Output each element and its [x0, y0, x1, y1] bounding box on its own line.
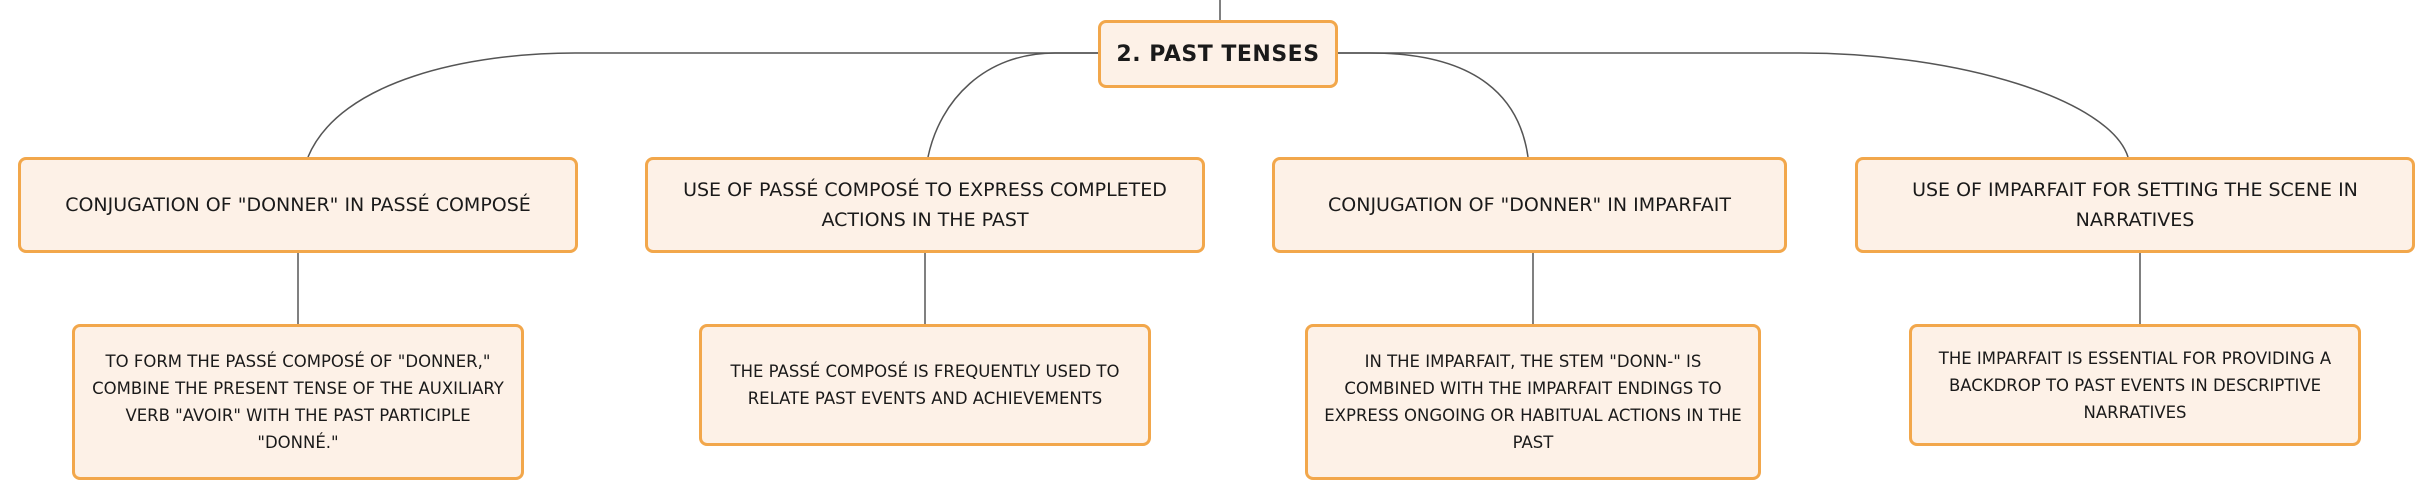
connector-root-branch-2: [927, 52, 1098, 158]
connector-root-branch-1: [307, 52, 1098, 158]
topic-node-passe-compose-use[interactable]: USE OF PASSÉ COMPOSÉ TO EXPRESS COMPLETE…: [645, 157, 1205, 253]
central-topic[interactable]: 2. PAST TENSES: [1098, 20, 1338, 88]
detail-label: IN THE IMPARFAIT, THE STEM "DONN-" IS CO…: [1324, 352, 1742, 452]
topic-node-passe-compose-conjugation[interactable]: CONJUGATION OF "DONNER" IN PASSÉ COMPOSÉ: [18, 157, 578, 253]
detail-label: TO FORM THE PASSÉ COMPOSÉ OF "DONNER," C…: [92, 352, 504, 452]
detail-label: THE PASSÉ COMPOSÉ IS FREQUENTLY USED TO …: [730, 362, 1120, 408]
topic-node-imparfait-conjugation[interactable]: CONJUGATION OF "DONNER" IN IMPARFAIT: [1272, 157, 1787, 253]
central-topic-label: 2. PAST TENSES: [1116, 41, 1320, 67]
detail-node-passe-compose-conjugation[interactable]: TO FORM THE PASSÉ COMPOSÉ OF "DONNER," C…: [72, 324, 524, 480]
connector-root-branch-4: [1338, 52, 2129, 158]
detail-label: THE IMPARFAIT IS ESSENTIAL FOR PROVIDING…: [1938, 348, 2332, 422]
detail-node-imparfait-use[interactable]: THE IMPARFAIT IS ESSENTIAL FOR PROVIDING…: [1909, 324, 2361, 446]
topic-node-imparfait-use[interactable]: USE OF IMPARFAIT FOR SETTING THE SCENE I…: [1855, 157, 2415, 253]
detail-node-imparfait-conjugation[interactable]: IN THE IMPARFAIT, THE STEM "DONN-" IS CO…: [1305, 324, 1761, 480]
topic-label: USE OF PASSÉ COMPOSÉ TO EXPRESS COMPLETE…: [683, 179, 1167, 231]
connector-root-branch-3: [1338, 52, 1529, 158]
topic-label: CONJUGATION OF "DONNER" IN IMPARFAIT: [1328, 194, 1731, 216]
topic-label: CONJUGATION OF "DONNER" IN PASSÉ COMPOSÉ: [65, 194, 531, 216]
detail-node-passe-compose-use[interactable]: THE PASSÉ COMPOSÉ IS FREQUENTLY USED TO …: [699, 324, 1151, 446]
topic-label: USE OF IMPARFAIT FOR SETTING THE SCENE I…: [1912, 179, 2358, 231]
